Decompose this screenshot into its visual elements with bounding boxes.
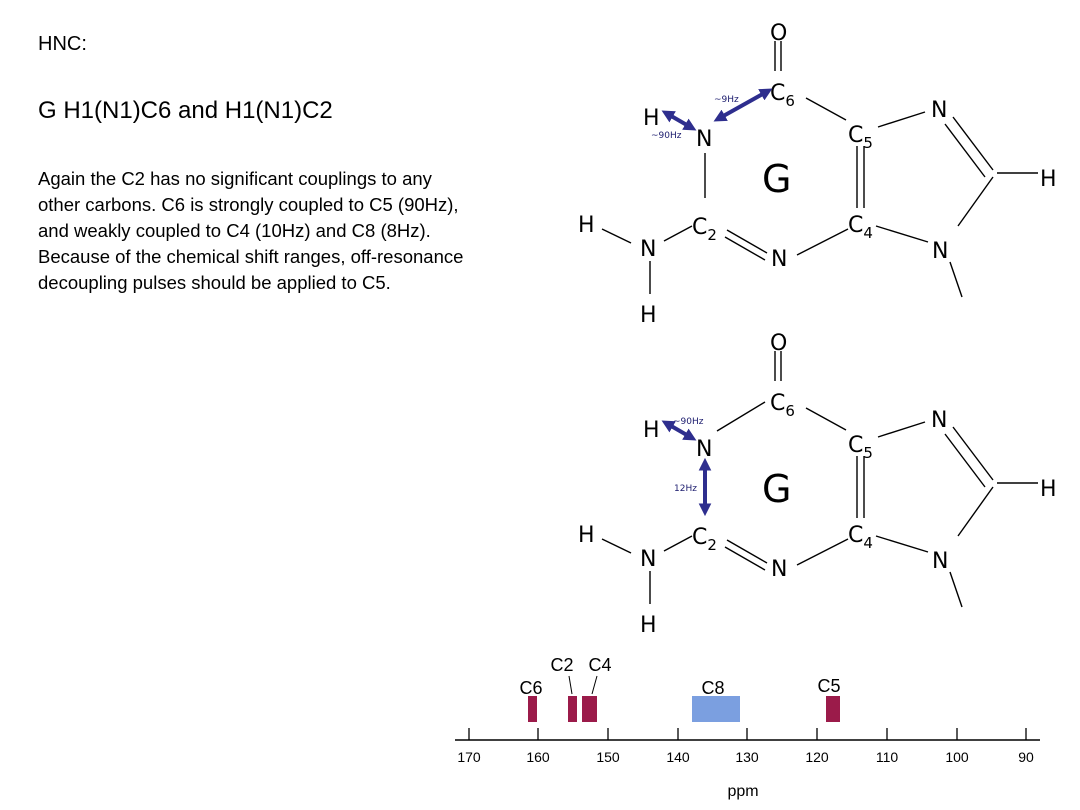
heading: HNC: <box>38 33 87 55</box>
atom-nh2-h: H <box>640 613 657 638</box>
atom-nh2-n: N <box>640 237 656 262</box>
ring-label-g: G <box>762 157 791 201</box>
coupling-label: ~90Hz <box>673 417 704 427</box>
peak-label-c2: C2 <box>550 655 573 675</box>
tick-label: 140 <box>666 749 690 765</box>
atom-h8: H <box>1040 477 1057 502</box>
body-line: other carbons. C6 is strongly coupled to… <box>38 194 459 215</box>
atom-nh2-n: N <box>640 547 656 572</box>
x-axis-ticks <box>468 728 1027 740</box>
x-axis-title: ppm <box>727 783 758 800</box>
coupling-label: ~9Hz <box>714 95 739 105</box>
ring-label-g: G <box>762 467 791 511</box>
atom-n1: N <box>696 127 712 152</box>
guanine-structure-top: O C6 H N C5 N H C4 N C2 N N H H G ~90Hz … <box>578 21 1057 328</box>
tick-label: 120 <box>805 749 829 765</box>
chemical-shift-chart: 170 160 150 140 130 120 110 100 90 ppm C… <box>455 655 1040 800</box>
atom-c6: C6 <box>770 391 795 420</box>
atom-n7: N <box>931 98 947 123</box>
body-line: and weakly coupled to C4 (10Hz) and C8 (… <box>38 220 431 241</box>
coupling-arrow-h1-n1 <box>661 420 697 441</box>
atom-c4: C4 <box>848 213 873 242</box>
coupling-arrow-h1-n1 <box>661 110 697 131</box>
bonds <box>601 351 1038 608</box>
atom-h8: H <box>1040 167 1057 192</box>
peak-c5 <box>826 696 840 722</box>
leader-line-c2 <box>568 675 573 695</box>
atom-o: O <box>770 331 787 356</box>
atom-c2: C2 <box>692 215 717 244</box>
atom-h1: H <box>643 418 660 443</box>
atom-nh2-h: H <box>578 213 595 238</box>
atom-c5: C5 <box>848 433 873 462</box>
body-line: Again the C2 has no significant coupling… <box>38 168 432 189</box>
body-line: Because of the chemical shift ranges, of… <box>38 246 464 267</box>
tick-label: 150 <box>596 749 620 765</box>
peak-label-c5: C5 <box>817 676 840 696</box>
atom-c5: C5 <box>848 123 873 152</box>
atom-c6: C6 <box>770 81 795 110</box>
tick-label: 160 <box>526 749 550 765</box>
atom-h1: H <box>643 106 660 131</box>
leader-line-c4 <box>591 675 598 695</box>
atom-n9: N <box>932 549 948 574</box>
tick-label: 130 <box>735 749 759 765</box>
coupling-label: 12Hz <box>674 484 697 494</box>
atom-n1: N <box>696 437 712 462</box>
peak-c2 <box>568 696 577 722</box>
coupling-arrow-n1-c6 <box>713 88 773 122</box>
x-axis-tick-labels: 170 160 150 140 130 120 110 100 90 <box>457 749 1034 765</box>
peak-c8 <box>692 696 740 722</box>
atom-n9: N <box>932 239 948 264</box>
atom-nh2-h: H <box>640 303 657 328</box>
tick-label: 100 <box>945 749 969 765</box>
atom-n3: N <box>771 247 787 272</box>
atom-c2: C2 <box>692 525 717 554</box>
peak-c6 <box>528 696 537 722</box>
peak-c4 <box>582 696 597 722</box>
body-line: decoupling pulses should be applied to C… <box>38 272 391 293</box>
body-text: Again the C2 has no significant coupling… <box>38 166 558 296</box>
atom-c4: C4 <box>848 523 873 552</box>
atom-o: O <box>770 21 787 46</box>
tick-label: 110 <box>876 749 899 765</box>
atom-n7: N <box>931 408 947 433</box>
atom-nh2-h: H <box>578 523 595 548</box>
peak-label-c4: C4 <box>588 655 611 675</box>
coupling-label: ~90Hz <box>651 131 682 141</box>
bonds <box>601 41 1038 298</box>
peak-label-c6: C6 <box>519 678 542 698</box>
subtitle: G H1(N1)C6 and H1(N1)C2 <box>38 97 333 124</box>
atom-n3: N <box>771 557 787 582</box>
tick-label: 90 <box>1018 749 1034 765</box>
tick-label: 170 <box>457 749 481 765</box>
guanine-structure-bottom: O C6 H N C5 N H C4 N C2 N N H H G ~90Hz … <box>578 331 1057 638</box>
peak-label-c8: C8 <box>701 678 724 698</box>
